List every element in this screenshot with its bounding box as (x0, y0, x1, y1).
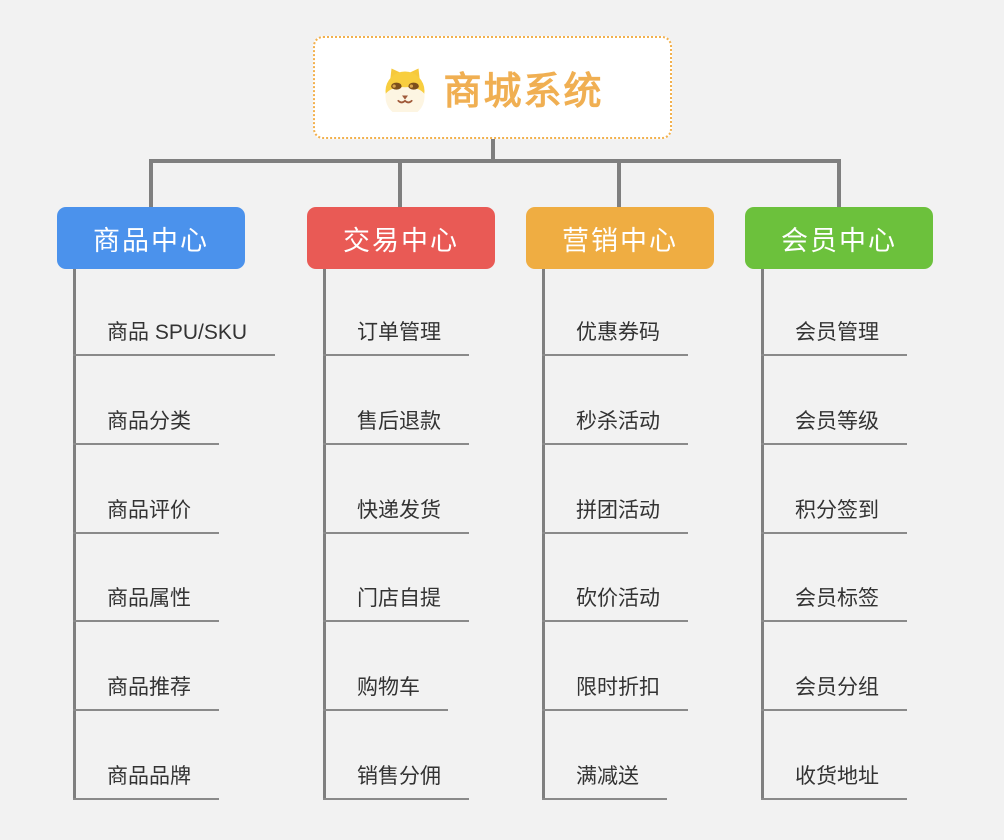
doge-icon (385, 68, 425, 112)
branch-trade-center: 交易中心 订单管理 售后退款 快递发货 门店自提 购物车 销售分佣 (307, 207, 542, 800)
leaf-node[interactable]: 会员等级 (761, 409, 907, 445)
leaf-node[interactable]: 商品评价 (73, 498, 219, 534)
leaf-node[interactable]: 门店自提 (323, 586, 469, 622)
connector-bus (149, 159, 841, 163)
leaf-node[interactable]: 商品推荐 (73, 675, 219, 711)
branch-header-marketing-center[interactable]: 营销中心 (526, 207, 714, 269)
leaf-node[interactable]: 商品品牌 (73, 764, 219, 800)
leaf-node[interactable]: 商品分类 (73, 409, 219, 445)
leaf-node[interactable]: 满减送 (542, 764, 667, 800)
leaf-node[interactable]: 限时折扣 (542, 675, 688, 711)
root-title: 商城系统 (443, 71, 604, 113)
leaf-node[interactable]: 商品属性 (73, 586, 219, 622)
leaf-node[interactable]: 购物车 (323, 675, 448, 711)
leaf-node[interactable]: 售后退款 (323, 409, 469, 445)
leaf-node[interactable]: 商品 SPU/SKU (73, 320, 276, 356)
root-node[interactable]: 商城系统 (313, 36, 672, 139)
leaf-node[interactable]: 秒杀活动 (542, 409, 688, 445)
leaf-node[interactable]: 积分签到 (761, 498, 907, 534)
connector-trunk (491, 139, 495, 161)
connector-drop-trade (398, 161, 402, 207)
leaf-node[interactable]: 会员管理 (761, 320, 907, 356)
branch-product-center: 商品中心 商品 SPU/SKU 商品分类 商品评价 商品属性 商品推荐 商品品牌 (57, 207, 292, 800)
leaf-node[interactable]: 会员分组 (761, 675, 907, 711)
connector-drop-marketing (617, 161, 621, 207)
branch-header-member-center[interactable]: 会员中心 (745, 207, 933, 269)
leaf-node[interactable]: 收货地址 (761, 764, 907, 800)
branch-header-trade-center[interactable]: 交易中心 (307, 207, 495, 269)
leaf-node[interactable]: 订单管理 (323, 320, 469, 356)
connector-drop-member (837, 161, 841, 207)
connector-column-product (73, 269, 76, 800)
leaf-node[interactable]: 会员标签 (761, 586, 907, 622)
leaf-node[interactable]: 优惠券码 (542, 320, 688, 356)
connector-column-member (761, 269, 764, 800)
leaf-node[interactable]: 销售分佣 (323, 764, 469, 800)
branch-member-center: 会员中心 会员管理 会员等级 积分签到 会员标签 会员分组 收货地址 (745, 207, 980, 800)
connector-column-trade (323, 269, 326, 800)
connector-column-marketing (542, 269, 545, 800)
leaf-node[interactable]: 拼团活动 (542, 498, 688, 534)
leaf-node[interactable]: 砍价活动 (542, 586, 688, 622)
connector-drop-product (149, 161, 153, 207)
branch-marketing-center: 营销中心 优惠券码 秒杀活动 拼团活动 砍价活动 限时折扣 满减送 (526, 207, 761, 800)
branch-header-product-center[interactable]: 商品中心 (57, 207, 245, 269)
leaf-node[interactable]: 快递发货 (323, 498, 469, 534)
